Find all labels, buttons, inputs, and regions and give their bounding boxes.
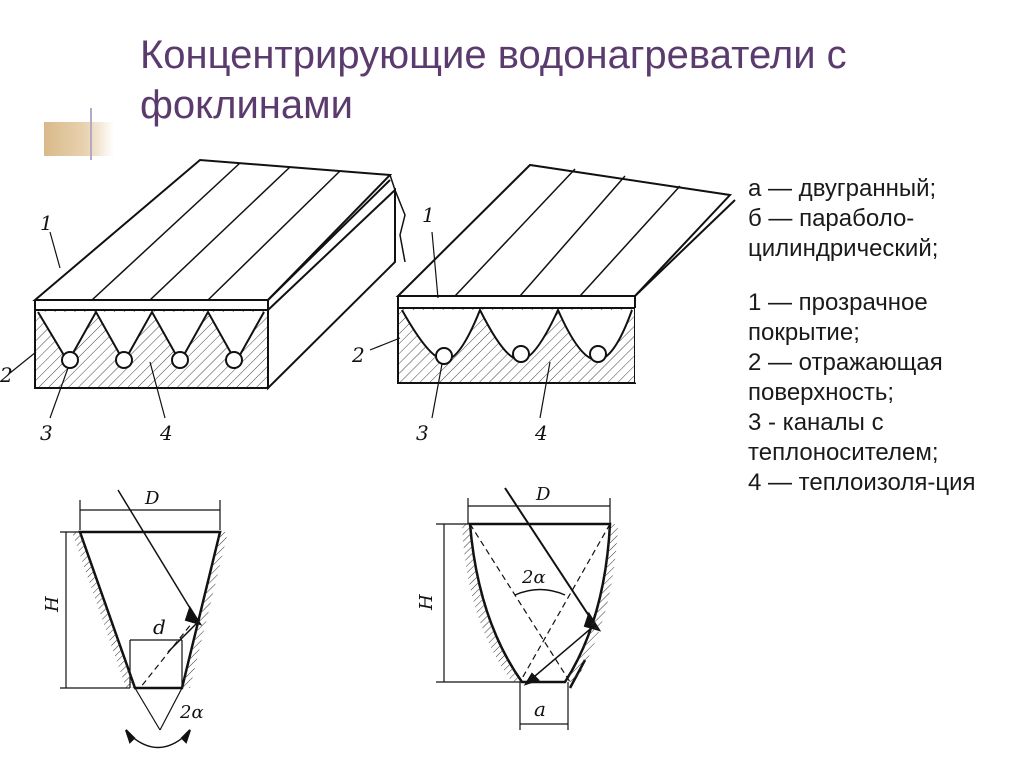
label-b-aperture: D <box>535 484 551 505</box>
label-a-angle: 2α <box>179 702 204 723</box>
legend-item-a: а — двугранный; <box>748 175 937 202</box>
section-b-parabolic <box>436 487 612 730</box>
label-b-cover: 1 <box>422 203 435 227</box>
label-a-insulation: 4 <box>159 421 173 445</box>
label-b-reflector: 2 <box>351 343 365 367</box>
title-accent-bar <box>44 122 114 156</box>
panel-b-parabolic <box>369 163 740 419</box>
label-a-height: H <box>42 596 63 613</box>
panel-a-dihedral <box>9 158 406 419</box>
label-a-aperture: D <box>144 488 160 509</box>
label-b-channels: 3 <box>416 421 429 445</box>
legend-item-2: 2 — отражающая поверхность; <box>748 349 943 406</box>
legend: а — двугранный; б — параболо-цилиндричес… <box>748 174 1018 498</box>
legend-item-1: 1 — прозрачное покрытие; <box>748 289 928 346</box>
label-b-height: H <box>416 594 437 611</box>
legend-item-3: 3 - каналы с теплоносителем; <box>748 409 939 466</box>
slide-title: Концентрирующие водонагреватели с фоклин… <box>140 33 847 127</box>
label-b-insulation: 4 <box>534 421 548 445</box>
label-a-cover: 1 <box>40 211 53 235</box>
label-a-absorber: d <box>153 615 166 639</box>
label-a-channels: 3 <box>40 421 53 445</box>
title-accent-line <box>90 108 92 160</box>
label-a-reflector: 2 <box>0 363 13 387</box>
label-b-absorber: a <box>534 697 546 721</box>
legend-item-4: 4 — теплоизоля-ция <box>748 469 976 496</box>
collector-drawings: 1 2 3 4 1 2 3 4 <box>0 158 740 749</box>
label-b-angle: 2α <box>521 567 546 588</box>
legend-item-b: б — параболо-цилиндрический; <box>748 205 939 262</box>
section-a-dihedral <box>60 489 222 749</box>
